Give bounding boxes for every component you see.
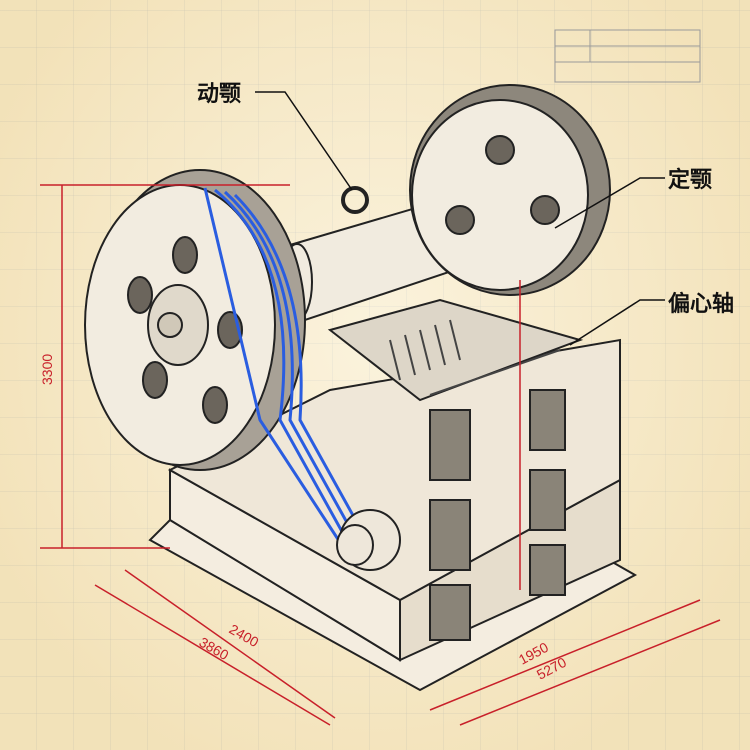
label-eccentric-shaft: 偏心轴 <box>668 292 735 317</box>
label-moving-jaw: 动颚 <box>197 82 242 107</box>
dimension-length-outer: 3860 <box>197 634 232 664</box>
drive-belts <box>203 187 377 556</box>
crusher-base <box>148 338 638 692</box>
label-fixed-jaw: 定颚 <box>668 168 713 193</box>
title-block <box>554 29 701 83</box>
flywheel-right <box>409 84 611 296</box>
flywheel-left <box>84 169 306 471</box>
jaw-chamber <box>327 298 584 402</box>
dimension-lines <box>40 184 721 726</box>
frame-ribs <box>429 389 566 641</box>
callout-lines <box>255 91 665 346</box>
motor-pulley <box>336 509 401 571</box>
dimension-height: 3300 <box>39 354 55 385</box>
